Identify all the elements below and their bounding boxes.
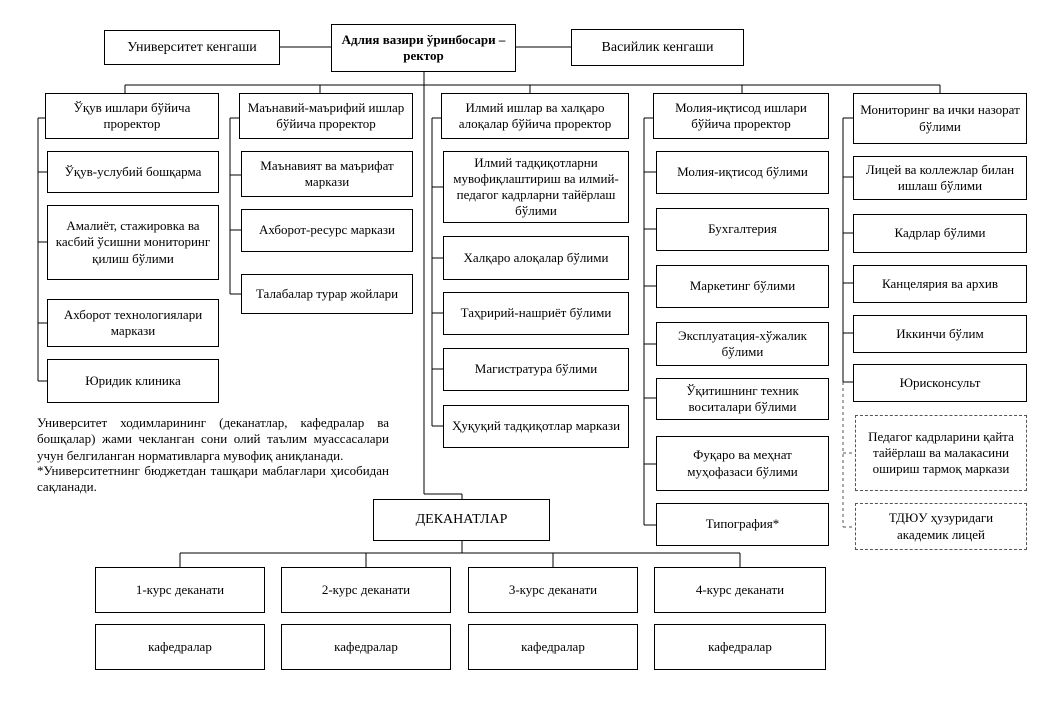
col5-item-label: Кадрлар бўлими xyxy=(894,225,986,241)
department-label: кафедралар xyxy=(708,638,772,654)
col3-item-label: Ҳуқуқий тадқиқотлар маркази xyxy=(451,418,621,434)
col5-item-label: Юрисконсульт xyxy=(899,374,981,390)
col1-item: Ўқув-услубий бошқарма xyxy=(47,151,219,193)
course-dean-box: 1-курс деканати xyxy=(95,567,265,613)
col5-item: Юрисконсульт xyxy=(853,364,1027,402)
col5-dashed-item: ТДЮУ ҳузуридаги академик лицей xyxy=(855,503,1027,550)
trustee-council-label: Васийлик кенгаши xyxy=(601,39,714,55)
col4-item-label: Ўқитишнинг техник воситалари бўлими xyxy=(686,382,799,414)
col2-item-label: Ахборот-ресурс маркази xyxy=(259,222,395,238)
col4-item-label: Эксплуатация-хўжалик бўлими xyxy=(677,327,807,359)
col1-item-label: Юридик клиника xyxy=(85,372,181,388)
col3-item-label: Халқаро алоқалар бўлими xyxy=(463,249,609,265)
col3-item-label: Илмий тадқиқотларни мувофиқлаштириш ва и… xyxy=(453,154,619,219)
department-label: кафедралар xyxy=(148,638,212,654)
col5-dashed-label: Педагог кадрларини қайта тайёрлаш ва мал… xyxy=(868,428,1014,477)
department-label: кафедралар xyxy=(334,638,398,654)
course-dean-label: 3-курс деканати xyxy=(508,581,598,597)
col4-item: Маркетинг бўлими xyxy=(656,265,829,308)
col3-item-label: Таҳририй-нашриёт бўлими xyxy=(460,305,612,321)
footnote-staff-text: Университет ходимларининг (деканатлар, к… xyxy=(37,415,389,463)
department-box: кафедралар xyxy=(468,624,638,670)
col5-item-label: Канцелярия ва архив xyxy=(882,275,998,291)
col2-item-label: Маънавият ва маърифат маркази xyxy=(260,157,394,189)
col5-item: Кадрлар бўлими xyxy=(853,214,1027,253)
col5-item: Лицей ва коллежлар билан ишлаш бўлими xyxy=(853,156,1027,200)
col1-item: Амалиёт, стажировка ва касбий ўсишни мон… xyxy=(47,205,219,280)
col2-item-label: Талабалар турар жойлари xyxy=(255,285,399,301)
col5-item: Канцелярия ва архив xyxy=(853,265,1027,303)
col3-item-label: Магистратура бўлими xyxy=(474,361,598,377)
col5-item: Иккинчи бўлим xyxy=(853,315,1027,353)
course-dean-box: 2-курс деканати xyxy=(281,567,451,613)
department-box: кафедралар xyxy=(281,624,451,670)
course-dean-label: 2-курс деканати xyxy=(321,581,411,597)
col4-item: Типография* xyxy=(656,503,829,546)
col1-item: Юридик клиника xyxy=(47,359,219,403)
col4-item-label: Фуқаро ва меҳнат муҳофазаси бўлими xyxy=(687,447,798,479)
col3-item: Халқаро алоқалар бўлими xyxy=(443,236,629,280)
col1-head-label: Ўқув ишлари бўйича проректор xyxy=(73,99,191,131)
col4-head-label: Молия-иқтисод ишлари бўйича проректор xyxy=(675,99,807,131)
university-council-label: Университет кенгаши xyxy=(127,39,257,55)
col5-item: Мониторинг ва ички назорат бўлими xyxy=(853,93,1027,144)
col2-item: Ахборот-ресурс маркази xyxy=(241,209,413,252)
deans-box: ДЕКАНАТЛАР xyxy=(373,499,550,541)
col4-item: Бухгалтерия xyxy=(656,208,829,251)
col4-item: Фуқаро ва меҳнат муҳофазаси бўлими xyxy=(656,436,829,491)
col3-item: Ҳуқуқий тадқиқотлар маркази xyxy=(443,405,629,448)
footnote-budget: *Университетнинг бюджетдан ташқари мабла… xyxy=(37,463,389,496)
col3-item: Илмий тадқиқотларни мувофиқлаштириш ва и… xyxy=(443,151,629,223)
department-box: кафедралар xyxy=(654,624,826,670)
col2-item: Талабалар турар жойлари xyxy=(241,274,413,314)
col4-item-label: Типография* xyxy=(705,516,780,532)
col5-item-label: Лицей ва коллежлар билан ишлаш бўлими xyxy=(865,161,1015,193)
rector-label: Адлия вазири ўринбосари – ректор xyxy=(341,31,506,63)
course-dean-box: 4-курс деканати xyxy=(654,567,826,613)
col4-item-label: Маркетинг бўлими xyxy=(689,278,796,294)
col3-item: Таҳририй-нашриёт бўлими xyxy=(443,292,629,335)
col5-dashed-label: ТДЮУ ҳузуридаги академик лицей xyxy=(888,510,994,542)
col4-item: Ўқитишнинг техник воситалари бўлими xyxy=(656,378,829,420)
footnote-staff: Университет ходимларининг (деканатлар, к… xyxy=(37,415,389,464)
col2-head-label: Маънавий-маърифий ишлар бўйича проректор xyxy=(247,99,405,131)
col3-item: Магистратура бўлими xyxy=(443,348,629,391)
col2-head: Маънавий-маърифий ишлар бўйича проректор xyxy=(239,93,413,139)
course-dean-label: 1-курс деканати xyxy=(135,581,225,597)
deans-label: ДЕКАНАТЛАР xyxy=(415,512,508,528)
department-label: кафедралар xyxy=(521,638,585,654)
university-council-box: Университет кенгаши xyxy=(104,30,280,65)
footnote-budget-text: *Университетнинг бюджетдан ташқари мабла… xyxy=(37,463,389,495)
col4-item-label: Бухгалтерия xyxy=(708,221,777,237)
col3-head: Илмий ишлар ва халқаро алоқалар бўйича п… xyxy=(441,93,629,139)
col2-item: Маънавият ва маърифат маркази xyxy=(241,151,413,197)
col1-item-label: Ахборот технологиялари маркази xyxy=(63,306,203,338)
col1-item: Ахборот технологиялари маркази xyxy=(47,299,219,347)
col3-head-label: Илмий ишлар ва халқаро алоқалар бўйича п… xyxy=(458,99,612,131)
col4-head: Молия-иқтисод ишлари бўйича проректор xyxy=(653,93,829,139)
col4-item-label: Молия-иқтисод бўлими xyxy=(677,164,808,180)
course-dean-label: 4-курс деканати xyxy=(695,581,785,597)
col1-item-label: Амалиёт, стажировка ва касбий ўсишни мон… xyxy=(55,218,211,266)
rector-box: Адлия вазири ўринбосари – ректор xyxy=(331,24,516,72)
col5-item-label: Иккинчи бўлим xyxy=(896,325,984,341)
col4-item: Эксплуатация-хўжалик бўлими xyxy=(656,322,829,366)
course-dean-box: 3-курс деканати xyxy=(468,567,638,613)
trustee-council-box: Васийлик кенгаши xyxy=(571,29,744,66)
col1-head: Ўқув ишлари бўйича проректор xyxy=(45,93,219,139)
department-box: кафедралар xyxy=(95,624,265,670)
col5-item-label: Мониторинг ва ички назорат бўлими xyxy=(860,102,1020,134)
col1-item-label: Ўқув-услубий бошқарма xyxy=(64,163,202,179)
col5-dashed-item: Педагог кадрларини қайта тайёрлаш ва мал… xyxy=(855,415,1027,491)
col4-item: Молия-иқтисод бўлими xyxy=(656,151,829,194)
